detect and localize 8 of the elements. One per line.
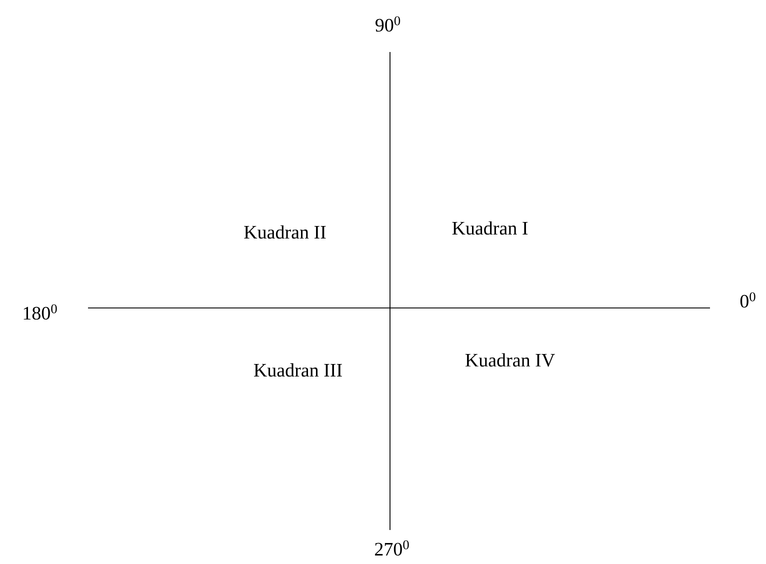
quadrant-label: Kuadran IV xyxy=(465,353,555,367)
angle-label: 180$^{0}$ xyxy=(24,304,57,320)
quadrant-label: Kuadran I xyxy=(452,221,528,235)
quadrant-label: Kuadran II xyxy=(244,225,326,239)
angle-label: 270$^{0}$ xyxy=(375,540,409,556)
quadrant-label: Kuadran III xyxy=(254,363,342,377)
angle-label: 0$^{0}$ xyxy=(740,292,756,308)
angle-label: 90$^{0}$ xyxy=(376,16,400,32)
